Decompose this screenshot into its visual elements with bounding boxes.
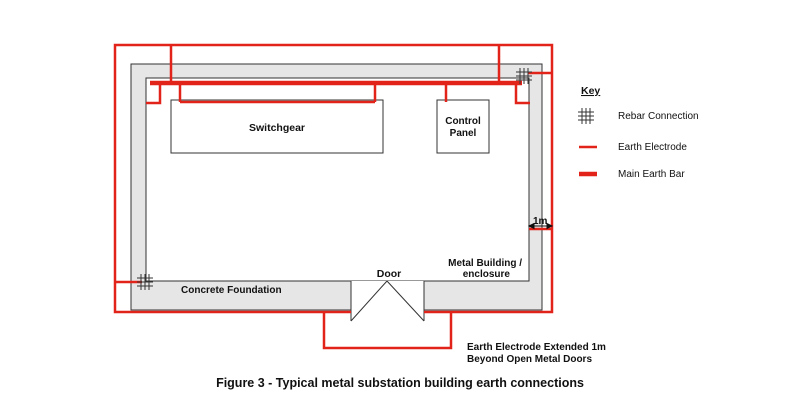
extension-note: Beyond Open Metal Doors (467, 354, 592, 365)
switchgear-label: Switchgear (249, 122, 305, 134)
metal-building-label: Metal Building / (448, 258, 522, 269)
switchgear-box (170, 99, 384, 154)
door-opening (350, 280, 425, 322)
control-panel-box (436, 99, 490, 154)
figure-caption: Figure 3 - Typical metal substation buil… (216, 376, 584, 390)
key-item-label: Main Earth Bar (618, 169, 685, 180)
key-item-label: Earth Electrode (618, 142, 687, 153)
dimension-marker (527, 222, 554, 230)
key-item-label: Rebar Connection (618, 111, 699, 122)
earth-electrode (113, 43, 554, 350)
metal-building-label: enclosure (463, 269, 511, 280)
dimension-label: 1m (533, 216, 548, 227)
rebar-connection-icon (578, 108, 594, 124)
rebar-connection-icon (516, 68, 532, 84)
control-panel-label: Panel (450, 128, 477, 139)
door-label: Door (377, 268, 402, 280)
extension-note: Earth Electrode Extended 1m (467, 342, 606, 353)
rebar-connection-icon (137, 274, 153, 290)
key-title: Key (581, 85, 600, 97)
control-panel-label: Control (445, 116, 481, 127)
concrete-foundation-label: Concrete Foundation (181, 285, 282, 296)
